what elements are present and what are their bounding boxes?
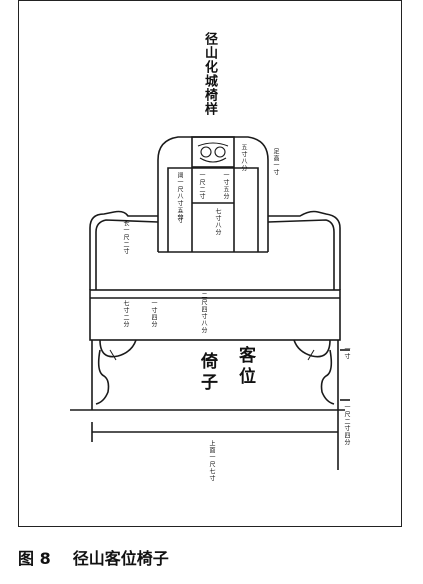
dim-back-panel-a: 一尺二寸 bbox=[198, 172, 205, 200]
dim-leg-right-low: 一尺二寸四分 bbox=[343, 404, 350, 446]
seat-rail bbox=[89, 289, 341, 341]
dim-back-left: 阔一尺八寸五分 bbox=[176, 172, 183, 221]
chair-back-inner bbox=[167, 167, 259, 252]
dim-arm-right: 足高一寸 bbox=[272, 148, 279, 176]
crest-ornament-box bbox=[191, 136, 235, 168]
dim-seat-mid: 一寸四分 bbox=[150, 300, 157, 328]
drawing-title: 径山化城椅样 bbox=[202, 32, 217, 116]
dim-seat-center: 二尺四寸八分 bbox=[200, 292, 207, 334]
dim-back-panel-c: 二寸 bbox=[176, 210, 183, 224]
figure-number: 图 8 bbox=[18, 549, 51, 568]
dim-back-top-width: 五寸八分 bbox=[240, 144, 247, 172]
label-seat: 客位 bbox=[235, 346, 255, 388]
dim-leg-right: 一寸 bbox=[343, 346, 350, 360]
dim-arm-left: 长一尺二寸 bbox=[122, 220, 129, 255]
figure-caption: 图 8 径山客位椅子 bbox=[18, 545, 169, 569]
dim-width-label: 上面一尺七寸 bbox=[208, 440, 215, 482]
dim-back-panel-b: 七寸八分 bbox=[214, 208, 221, 236]
left-arm bbox=[89, 210, 158, 290]
crest-ornament bbox=[197, 142, 229, 163]
figure-caption-text: 径山客位椅子 bbox=[72, 549, 169, 568]
label-chair: 倚子 bbox=[197, 352, 217, 394]
left-apron-curve bbox=[91, 339, 137, 410]
dim-seat-left: 七寸二分 bbox=[122, 300, 129, 328]
right-apron-curve bbox=[293, 339, 339, 410]
dim-back-top-note: 一寸五分 bbox=[222, 172, 229, 200]
chair-back-outline bbox=[157, 136, 269, 252]
right-arm bbox=[268, 210, 341, 290]
